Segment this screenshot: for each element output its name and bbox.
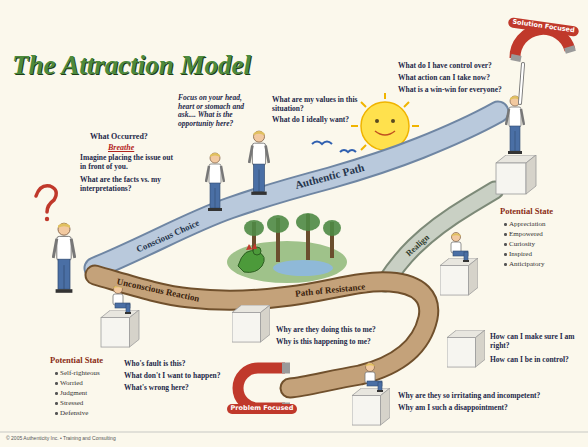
state-item: Defensive <box>54 409 88 417</box>
question-text: Why am I such a disappointment? <box>398 404 508 413</box>
state-item: Anticipatory <box>503 260 544 268</box>
state-item: Inspired <box>503 250 532 258</box>
question-text: What do I ideally want? <box>272 116 349 125</box>
state-heading: Potential State <box>50 356 103 366</box>
state-item: Self-righteous <box>54 369 100 377</box>
question-text: What are the facts vs. my interpretation… <box>80 176 180 193</box>
question-text: What don't I want to happen? <box>124 372 220 381</box>
question-text: Why are they so irritating and incompete… <box>398 392 580 401</box>
state-heading: Potential State <box>500 207 553 217</box>
state-item: Appreciation <box>503 220 546 228</box>
question-text: What action can I take now? <box>398 74 490 83</box>
diagram-title: The Attraction Model <box>12 50 251 81</box>
state-item: Stressed <box>54 399 83 407</box>
magnet-text: Problem Focused <box>231 404 294 412</box>
prompt-text: Focus on your head, heart or stomach and… <box>178 94 250 129</box>
state-item: Worried <box>54 379 83 387</box>
magnet-text: Solution Focused <box>511 18 574 35</box>
question-text: What is a win-win for everyone? <box>398 86 502 95</box>
state-item: Judgment <box>54 389 87 397</box>
question-text: How can I be in control? <box>490 356 582 365</box>
question-text: What are my values in this situation? <box>272 96 364 113</box>
copyright-text: © 2005 Authenticity Inc. • Training and … <box>6 436 116 442</box>
question-text: What do I have control over? <box>398 62 492 71</box>
question-text: How can I make sure I am right? <box>490 333 582 350</box>
question-text: What's wrong here? <box>124 384 189 393</box>
question-text: Imagine placing the issue out in front o… <box>80 154 180 171</box>
instruction-text: Breathe <box>108 143 134 152</box>
question-text: Who's fault is this? <box>124 360 185 369</box>
state-item: Curiosity <box>503 240 535 248</box>
question-text: Why is this happening to me? <box>276 338 371 347</box>
state-item: Empowered <box>503 230 543 238</box>
question-text: Why are they doing this to me? <box>276 326 376 335</box>
magnet-label: Problem Focused <box>227 404 298 414</box>
question-text: What Occurred? <box>90 132 148 141</box>
